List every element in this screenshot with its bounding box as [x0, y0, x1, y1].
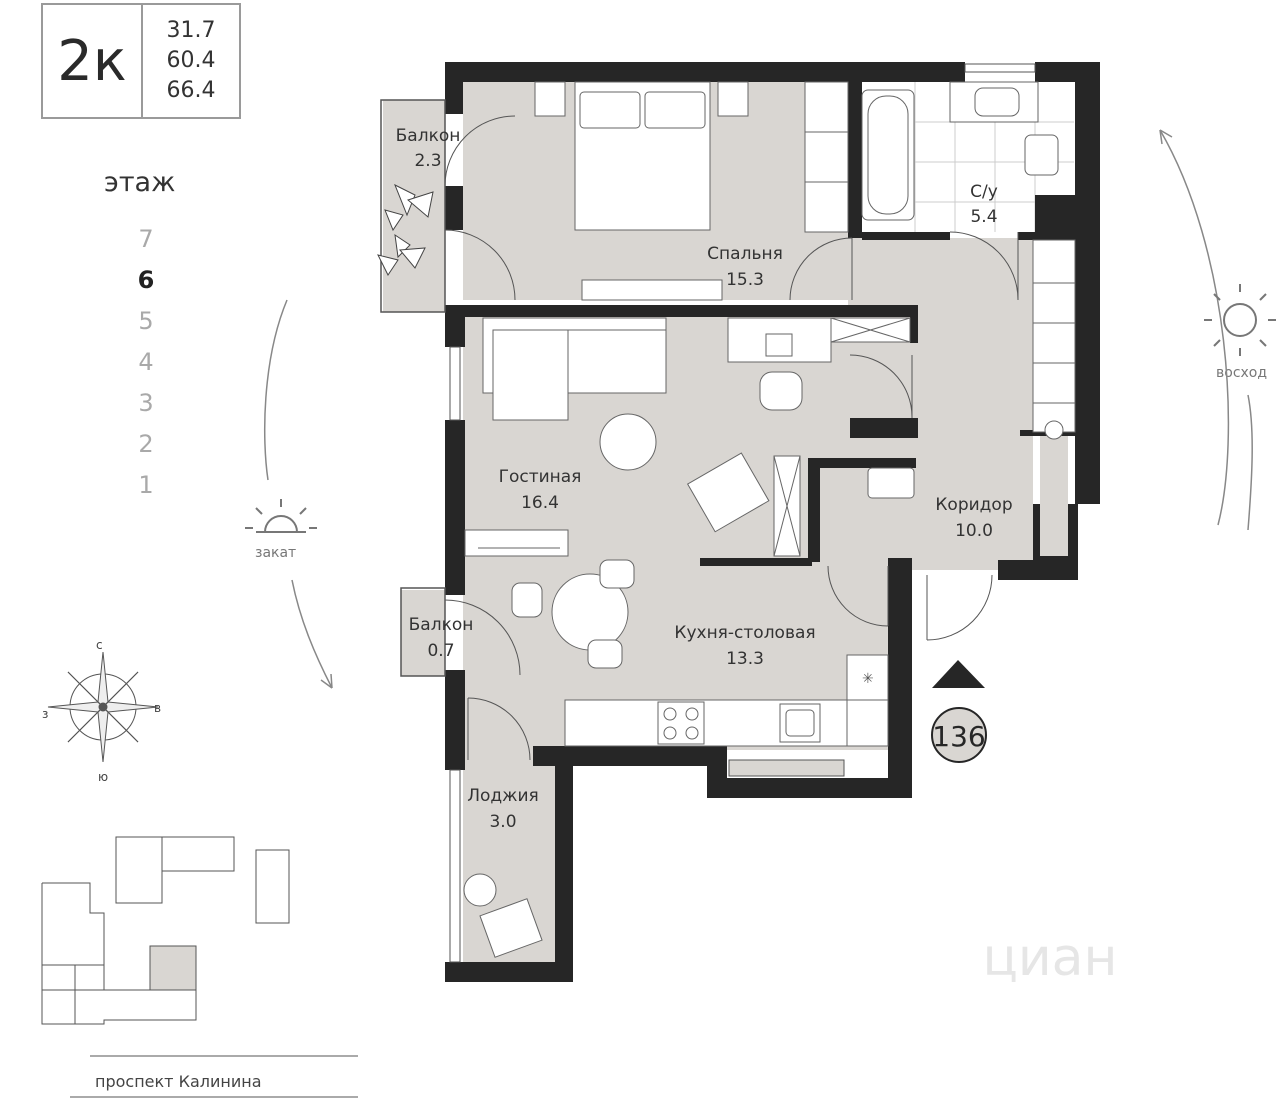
room-name-corridor: Коридор	[935, 495, 1012, 515]
compass-east: в	[154, 701, 161, 715]
room-name-bathroom: С/у	[970, 182, 998, 202]
sunrise-arc	[1159, 129, 1230, 526]
sunset-arc-top	[263, 299, 288, 481]
room-area-loggia: 3.0	[489, 812, 516, 832]
office-chair	[759, 371, 803, 411]
entrance-arrow-icon	[932, 660, 985, 688]
armchair	[686, 452, 770, 533]
sofa	[492, 329, 569, 421]
sunrise-arc-tail	[1247, 394, 1253, 531]
sunset-arrow-icon	[320, 673, 333, 689]
loggia-table	[463, 873, 497, 907]
room-name-balcony-1: Балкон	[396, 126, 461, 146]
floor-item-2[interactable]: 2	[138, 430, 154, 458]
corridor-bench	[867, 467, 915, 499]
room-name-bedroom: Спальня	[707, 244, 783, 264]
floor-item-5[interactable]: 5	[138, 307, 154, 335]
floor-item-1[interactable]: 1	[138, 471, 154, 499]
dining-chair-1	[599, 559, 635, 589]
area-full: 66.4	[166, 78, 216, 103]
floor-item-4[interactable]: 4	[138, 348, 154, 376]
nightstand-right	[717, 81, 749, 117]
nightstand-left	[534, 81, 566, 117]
balcony-railing-top	[380, 99, 446, 313]
room-area-bathroom: 5.4	[970, 207, 997, 227]
sunset-icon	[245, 499, 317, 533]
apartment-number: 136	[932, 720, 985, 753]
dining-chair-3	[587, 639, 623, 669]
sunrise-arrow-icon	[1159, 129, 1173, 145]
street-name: проспект Калинина	[95, 1072, 262, 1091]
plant-icon	[377, 183, 434, 276]
area-total: 60.4	[166, 48, 216, 73]
doors	[444, 115, 1019, 761]
dining-chair-2	[511, 582, 543, 618]
coffee-table	[599, 413, 657, 471]
area-living: 31.7	[166, 18, 216, 43]
room-name-kitchen: Кухня-столовая	[674, 623, 815, 643]
furniture	[463, 81, 1076, 958]
room-area-kitchen: 13.3	[726, 649, 764, 669]
site-plan	[41, 836, 290, 1025]
room-area-balcony-1: 2.3	[414, 151, 441, 171]
floor-title: этаж	[104, 167, 176, 198]
sunset-arc	[291, 579, 333, 689]
floor-item-3[interactable]: 3	[138, 389, 154, 417]
windows	[449, 63, 1036, 963]
room-area-balcony-2: 0.7	[427, 641, 454, 661]
walls	[445, 62, 1100, 982]
site-current-building	[149, 945, 197, 991]
freezer-icon: ✳	[862, 671, 874, 687]
toilet	[1024, 134, 1059, 176]
corridor-wardrobe	[1032, 239, 1076, 433]
washer-icon	[1044, 420, 1064, 440]
room-area-living: 16.4	[521, 493, 559, 513]
compass-north: с	[96, 638, 103, 652]
compass-west: з	[42, 707, 48, 721]
room-area-corridor: 10.0	[955, 521, 993, 541]
stove	[657, 701, 705, 745]
room-name-living: Гостиная	[499, 467, 582, 487]
room-area-bedroom: 15.3	[726, 270, 764, 290]
apartment-number-badge	[931, 707, 987, 763]
tv-stand-bedroom	[581, 279, 723, 301]
room-name-loggia: Лоджия	[467, 786, 539, 806]
room-type-label: 2к	[57, 28, 127, 94]
watermark: циан	[982, 928, 1117, 988]
compass-south: ю	[98, 770, 108, 784]
loggia-chair	[479, 898, 543, 958]
floor-item-7[interactable]: 7	[138, 225, 154, 253]
sun-icon	[1204, 284, 1276, 356]
room-type-badge: 2к	[41, 3, 143, 119]
floor-item-6[interactable]: 6	[137, 266, 155, 294]
corridor-niche	[1040, 436, 1068, 556]
area-summary: 31.7 60.4 66.4	[141, 3, 241, 119]
compass-icon	[47, 651, 159, 763]
sunrise-label: восход	[1216, 365, 1268, 381]
tv-stand-living	[464, 529, 569, 557]
wardrobe	[804, 81, 849, 233]
sunset-label: закат	[255, 545, 297, 561]
room-name-balcony-2: Балкон	[409, 615, 474, 635]
